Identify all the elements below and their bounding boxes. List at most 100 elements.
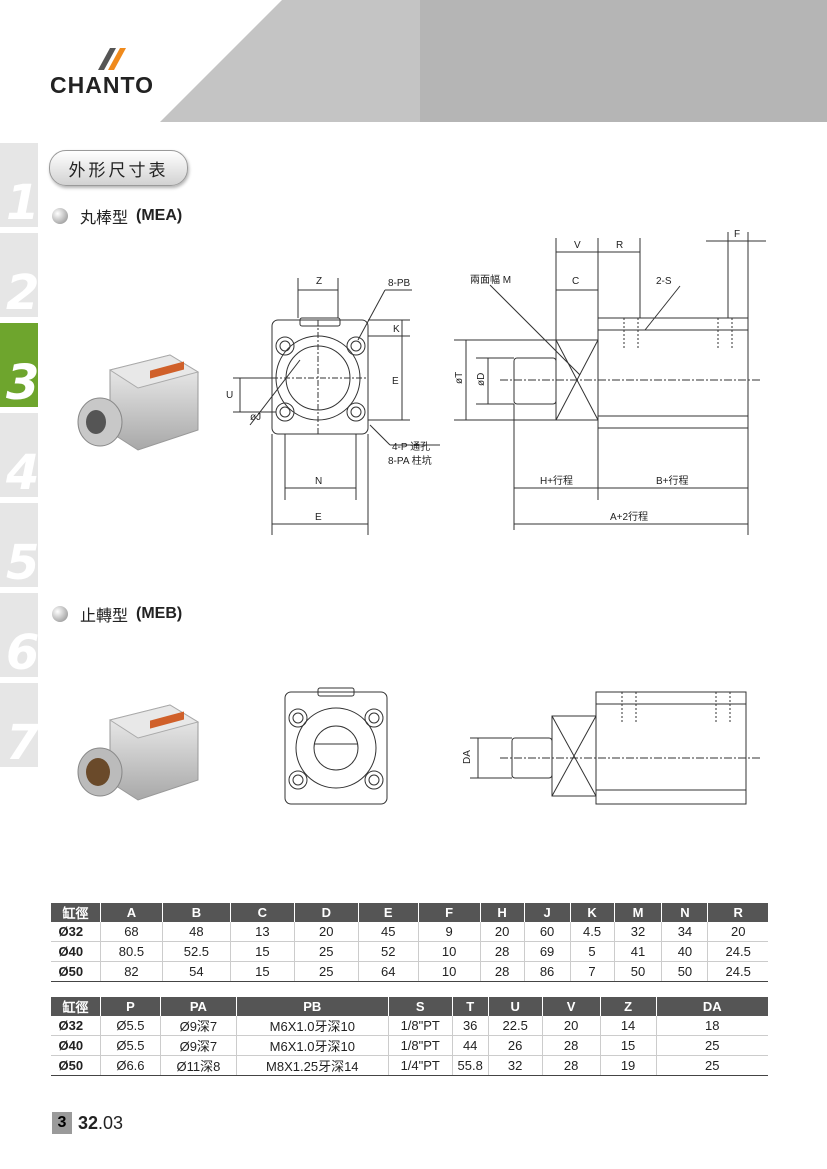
- table-header-row: 缸徑 P PA PB S T U V Z DA: [50, 997, 768, 1016]
- header-cell: PB: [235, 997, 389, 1016]
- table-cell: Ø9深7: [159, 1016, 237, 1036]
- header-cell: M: [613, 903, 662, 922]
- table-row: Ø32 Ø5.5 Ø9深7 M6X1.0牙深10 1/8"PT 36 22.5 …: [50, 1016, 768, 1036]
- table-cell: 24.5: [707, 941, 768, 962]
- table-cell: 44: [451, 1035, 489, 1056]
- table-cell: Ø5.5: [99, 1016, 161, 1036]
- row-label: Ø40: [50, 1035, 101, 1056]
- table-cell: 1/8"PT: [387, 1035, 453, 1056]
- dim-p-through: 4-P 通孔: [392, 441, 430, 453]
- footer-chapter: 3: [52, 1112, 72, 1134]
- table-cell: 32: [613, 922, 662, 942]
- table-cell: 36: [451, 1016, 489, 1036]
- table-cell: Ø9深7: [159, 1035, 237, 1056]
- table-cell: 64: [357, 961, 419, 982]
- table-cell: 20: [707, 922, 768, 942]
- table-cell: 48: [161, 922, 231, 942]
- table-cell: 82: [99, 961, 163, 982]
- table-cell: 24.5: [707, 961, 768, 982]
- dim-r: R: [616, 240, 623, 251]
- chapter-tab-3[interactable]: 3: [0, 323, 38, 407]
- table-cell: 28: [541, 1055, 601, 1076]
- header-cell: U: [487, 997, 543, 1016]
- page-footer: 3 32 .03: [52, 1112, 123, 1134]
- dim-width-across: 兩面幅 M: [470, 273, 511, 286]
- table-cell: 60: [523, 922, 571, 942]
- bullet-icon: [52, 606, 68, 622]
- table-cell: 41: [613, 941, 662, 962]
- logo-mark-icon: [98, 48, 126, 70]
- table-row: Ø40 80.5 52.5 15 25 52 10 28 69 5 41 40 …: [50, 941, 768, 962]
- table-cell: Ø6.6: [99, 1055, 161, 1076]
- section-title-mea: 丸棒型 (MEA): [52, 204, 182, 228]
- dim-c: C: [572, 276, 579, 287]
- table-cell: 10: [417, 941, 481, 962]
- dim-h-stroke: H+行程: [540, 474, 573, 487]
- table-cell: 5: [569, 941, 615, 962]
- chapter-tab-4[interactable]: 4: [0, 413, 38, 497]
- chapter-tab-7[interactable]: 7: [0, 683, 38, 767]
- table-cell: 15: [599, 1035, 657, 1056]
- section-name: 止轉型: [80, 606, 129, 625]
- table-cell: 52: [357, 941, 419, 962]
- meb-side-view: [470, 691, 760, 805]
- table-cell: 7: [569, 961, 615, 982]
- section-code: (MEA): [136, 207, 183, 224]
- table-cell: 45: [357, 922, 419, 942]
- table-cell: 9: [417, 922, 481, 942]
- table-cell: 4.5: [569, 922, 615, 942]
- table-cell: 19: [599, 1055, 657, 1076]
- table-cell: 15: [229, 961, 295, 982]
- header-cell: N: [661, 903, 708, 922]
- chapter-tab-2[interactable]: 2: [0, 233, 38, 317]
- table-cell: 20: [293, 922, 359, 942]
- header-cell: Z: [599, 997, 657, 1016]
- table-cell: M8X1.25牙深14: [235, 1055, 389, 1076]
- chapter-tab-1[interactable]: 1: [0, 143, 38, 227]
- dim-e-side: E: [392, 376, 399, 387]
- header-cell: 缸徑: [50, 997, 101, 1016]
- table-cell: 55.8: [451, 1055, 489, 1076]
- table-cell: 14: [599, 1016, 657, 1036]
- header-cell: T: [451, 997, 489, 1016]
- header-cell: F: [417, 903, 481, 922]
- dim-da: DA: [462, 750, 473, 764]
- section-code: (MEB): [136, 605, 183, 622]
- table-cell: 34: [661, 922, 708, 942]
- table-cell: 40: [661, 941, 708, 962]
- table-cell: 1/4"PT: [387, 1055, 453, 1076]
- header-cell: DA: [655, 997, 768, 1016]
- header-cell: J: [523, 903, 571, 922]
- table-cell: Ø11深8: [159, 1055, 237, 1076]
- table-cell: 1/8"PT: [387, 1016, 453, 1036]
- section-name: 丸棒型: [80, 208, 129, 227]
- table-cell: 50: [613, 961, 662, 982]
- bullet-icon: [52, 208, 68, 224]
- table-cell: 68: [99, 922, 163, 942]
- chapter-tab-6[interactable]: 6: [0, 593, 38, 677]
- footer-page: 32: [78, 1112, 99, 1133]
- row-label: Ø40: [50, 941, 101, 962]
- mea-front-view: [233, 278, 440, 535]
- brand-logo: CHANTO: [50, 72, 154, 98]
- table-cell: 10: [417, 961, 481, 982]
- chapter-tab-5[interactable]: 5: [0, 503, 38, 587]
- header-cell: A: [99, 903, 163, 922]
- table-cell: 25: [655, 1055, 768, 1076]
- table-cell: 32: [487, 1055, 543, 1076]
- table-row: Ø32 68 48 13 20 45 9 20 60 4.5 32 34 20: [50, 922, 768, 942]
- header-cell: B: [161, 903, 231, 922]
- dim-pb: 8-PB: [388, 278, 411, 289]
- footer-subpage: .03: [98, 1112, 124, 1133]
- table-row: Ø40 Ø5.5 Ø9深7 M6X1.0牙深10 1/8"PT 44 26 28…: [50, 1035, 768, 1056]
- page-title: 外形尺寸表: [49, 150, 188, 186]
- row-label: Ø50: [50, 961, 101, 982]
- row-label: Ø32: [50, 922, 101, 942]
- header-cell: V: [541, 997, 601, 1016]
- dim-b-stroke: B+行程: [656, 474, 689, 487]
- table-cell: 28: [479, 961, 525, 982]
- technical-drawings: Z 8-PB K U øJ E 4-P 通孔 8-PA 柱坑 N E 兩面幅 M…: [226, 229, 766, 805]
- table-cell: 69: [523, 941, 571, 962]
- table-cell: 25: [293, 941, 359, 962]
- cylinder-photo-mea: [77, 354, 200, 451]
